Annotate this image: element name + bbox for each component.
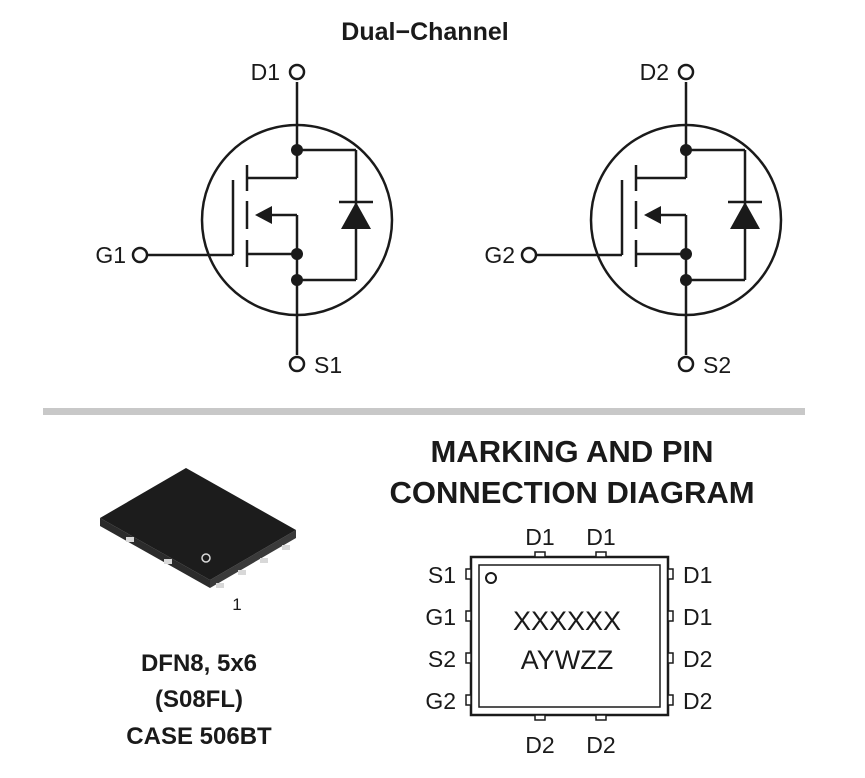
marking-package-outline	[469, 555, 670, 717]
pin1-marker-label: 1	[232, 595, 241, 614]
marking-title-line1: MARKING AND PIN	[430, 434, 713, 469]
mosfet-channel-1	[148, 82, 394, 355]
s1-terminal	[288, 355, 306, 373]
label-d2: D2	[640, 59, 669, 85]
marking-title-line2: CONNECTION DIAGRAM	[389, 475, 754, 510]
label-s2: S2	[703, 352, 731, 378]
d1-terminal	[288, 63, 306, 81]
label-d1: D1	[251, 59, 280, 85]
g2-terminal	[520, 246, 538, 264]
marking-code-line2: AYWZZ	[521, 645, 613, 675]
left-pin-label: S1	[428, 562, 456, 588]
marking-pads	[465, 551, 674, 721]
left-pin-label: G1	[425, 604, 456, 630]
top-pin-label: D1	[586, 524, 615, 550]
label-g2: G2	[484, 242, 515, 268]
mosfet-channel-2	[537, 82, 783, 355]
package-name-line1: DFN8, 5x6	[141, 650, 257, 677]
d2-terminal	[677, 63, 695, 81]
section-divider	[43, 408, 805, 415]
bottom-pin-label: D2	[586, 732, 615, 758]
diagram-title: Dual−Channel	[341, 18, 508, 46]
label-s1: S1	[314, 352, 342, 378]
package-name-line3: CASE 506BT	[126, 723, 272, 750]
right-pin-label: D2	[683, 646, 712, 672]
top-pin-label: D1	[525, 524, 554, 550]
right-pin-label: D1	[683, 562, 712, 588]
mosfet-2-fills	[644, 144, 762, 286]
bottom-pin-label: D2	[525, 732, 554, 758]
package-illustration	[100, 468, 296, 588]
label-g1: G1	[95, 242, 126, 268]
left-pin-label: G2	[425, 688, 456, 714]
mosfet-1-fills	[255, 144, 373, 286]
marking-code-line1: XXXXXX	[513, 606, 621, 636]
pin1-indicator-dot	[485, 572, 497, 584]
right-pin-label: D1	[683, 604, 712, 630]
right-pin-label: D2	[683, 688, 712, 714]
left-pin-label: S2	[428, 646, 456, 672]
s2-terminal	[677, 355, 695, 373]
g1-terminal	[131, 246, 149, 264]
package-name-line2: (S08FL)	[155, 686, 243, 713]
